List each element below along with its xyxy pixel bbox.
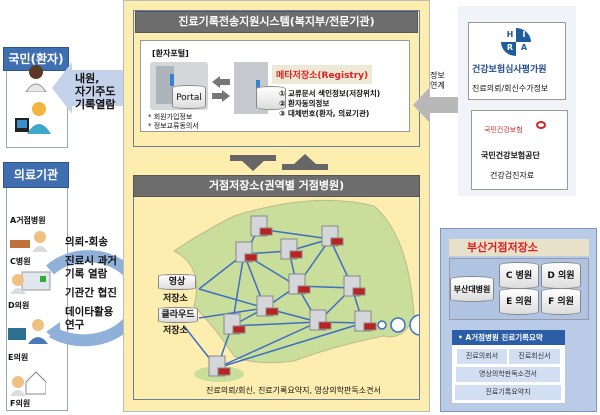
cycle-line: 기록 열람 [65, 268, 108, 280]
cycle-line: 기관간 협진 [65, 287, 117, 299]
cloud-store-label: 저장소 [163, 326, 188, 336]
sync-arrows [212, 76, 230, 106]
summary-item: 진료기록요약지 [455, 385, 561, 400]
server-node [250, 215, 273, 237]
server-node [343, 275, 366, 297]
nhis-box [471, 110, 568, 190]
institution-f: F의원 [10, 399, 31, 408]
busan-store: C 병원 [499, 262, 539, 289]
medical-header: 의료기관 [3, 162, 69, 188]
hub-caption: 진료의뢰/회신, 진료기록요약지, 영상의학판독소견서 [206, 386, 381, 395]
hira-letter: I [522, 30, 526, 39]
registry-db [256, 86, 286, 110]
arrow-line: 자기주도 [75, 85, 116, 98]
hira-letter: H [506, 30, 514, 39]
hub-title: 거점저장소(권역별 거점병원) [133, 175, 420, 197]
hira-logo [501, 28, 531, 56]
server-node [354, 310, 377, 332]
cycle-text: 의뢰-회송 진료시 과거 기록 열람 기관간 협진 데이타활용 연구 [65, 236, 117, 332]
self-access-text: 내원, 자기주도 기록열람 [75, 72, 115, 111]
busan-store: F 의원 [541, 288, 581, 315]
hira-data: 진료의뢰/회신수가정보 [472, 84, 549, 93]
registry-item: ③ 대체번호(환자, 의료기관) [279, 109, 370, 118]
busan-store: D 의원 [541, 262, 581, 289]
hira-letter: R [506, 43, 514, 52]
cycle-line: 연구 [65, 319, 85, 331]
server-node [256, 295, 279, 317]
image-store-label: 저장소 [163, 294, 188, 304]
system-box [133, 10, 420, 147]
self-access-arrow [52, 62, 132, 114]
portal-db: Portal [172, 85, 206, 109]
registry-items: ① 교류문서 색인정보(저장위치) ② 환자동의정보 ③ 대체번호(환자, 의료… [279, 89, 380, 119]
institution-d: D의원 [8, 301, 30, 310]
cycle-line: 데이타활용 [65, 306, 114, 318]
portal-note: * 정보교류동의서 [148, 122, 199, 130]
summary-item: 영상의학판독소견서 [456, 367, 560, 382]
portal-label: [환자포털] [152, 49, 189, 58]
server-node [208, 355, 231, 377]
cycle-line: 진료시 과거 [65, 255, 117, 267]
house-doctor-icon [10, 368, 47, 400]
server-node [321, 225, 344, 247]
medical-panel [6, 173, 68, 411]
doctor-icon [10, 230, 50, 256]
summary-item: 진료회신서 [509, 349, 560, 364]
link-line: 연계 [430, 81, 445, 90]
down-arrow [230, 155, 276, 175]
clinic-icon [8, 270, 52, 298]
nhis-logo: 국민건강보험 [484, 126, 523, 134]
hira-name: 건강보험심사평가원 [472, 65, 547, 75]
busan-store: E 의원 [499, 288, 539, 315]
patient-woman-tablet-icon [15, 100, 51, 134]
hira-letter: A [520, 43, 528, 52]
cloud-store: 클라우드 [158, 307, 198, 323]
korea-map [173, 199, 419, 382]
nhis-name: 국민건강보험공단 [481, 151, 540, 160]
arrow-line: 기록열람 [75, 98, 116, 111]
nhis-data: 건강검진자료 [490, 171, 535, 180]
busan-title: 부산거점저장소 [449, 239, 589, 256]
arrow-line: 내원, [75, 72, 100, 85]
up-arrow [282, 154, 328, 174]
nhis-heart-icon [536, 121, 546, 129]
server-node [309, 309, 332, 331]
registry-title: 메타저장소(Registry) [272, 65, 373, 84]
institution-a: A거점병원 [10, 216, 46, 225]
hub-servers [208, 215, 377, 377]
registry-item: ② 환자동의정보 [279, 99, 330, 108]
server-node [288, 273, 311, 295]
link-arrow [413, 88, 458, 126]
server-node [235, 241, 258, 263]
busan-link-circles [377, 314, 419, 336]
server-node [280, 238, 303, 260]
registry-item: ① 교류문서 색인정보(저장위치) [279, 89, 381, 98]
image-store: 영상 [158, 274, 196, 290]
system-title: 진료기록전송지원시스템(복지부/전문기관) [135, 11, 418, 33]
portal-note: * 회원가입정보 [148, 113, 193, 121]
summary-title: • A거점병원 진료기록요약 [452, 330, 565, 345]
monitor-doctor-icon [8, 318, 48, 350]
server-node [223, 313, 246, 335]
summary-item: 진료의뢰서 [457, 349, 507, 364]
busan-store: 부산대병원 [450, 276, 494, 302]
patient-man-icon [25, 64, 47, 93]
institution-e: E의원 [8, 353, 29, 362]
cycle-line: 의뢰-회송 [65, 236, 108, 248]
institution-c: C병원 [10, 257, 31, 266]
link-line: 정보 [430, 71, 445, 80]
